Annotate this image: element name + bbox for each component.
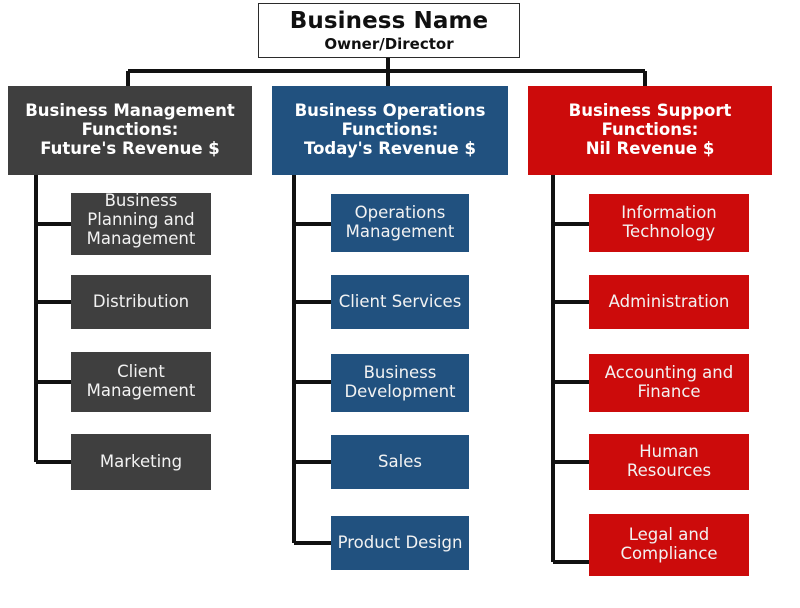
root-title: Business Name	[289, 7, 489, 34]
leaf-label: Business Planning and Management	[86, 193, 196, 248]
leaf-label: Distribution	[92, 291, 190, 311]
root-node[interactable]: Business Name Owner/Director	[258, 3, 520, 58]
branch-header-management-label: Business Management Functions: Future's …	[25, 101, 235, 158]
leaf-label: Operations Management	[345, 203, 455, 241]
root-subtitle: Owner/Director	[324, 35, 454, 54]
branch-header-operations[interactable]: Business Operations Functions: Today's R…	[272, 86, 508, 175]
leaf-information-technology[interactable]: Information Technology	[589, 194, 749, 252]
leaf-distribution[interactable]: Distribution	[71, 275, 211, 329]
leaf-label: Sales	[378, 451, 422, 471]
leaf-label: Human Resources	[626, 442, 712, 480]
leaf-human-resources[interactable]: Human Resources	[589, 434, 749, 490]
branch-header-support-label: Business Support Functions: Nil Revenue …	[568, 101, 732, 158]
leaf-client-management[interactable]: Client Management	[71, 352, 211, 412]
leaf-product-design[interactable]: Product Design	[331, 516, 469, 570]
leaf-sales[interactable]: Sales	[331, 435, 469, 489]
leaf-label: Product Design	[337, 532, 463, 552]
leaf-label: Client Management	[86, 362, 196, 400]
leaf-label: Information Technology	[621, 203, 717, 241]
leaf-business-planning-and-management[interactable]: Business Planning and Management	[71, 193, 211, 255]
leaf-label: Business Development	[344, 363, 456, 401]
leaf-label: Administration	[608, 291, 730, 311]
branch-header-operations-label: Business Operations Functions: Today's R…	[294, 101, 486, 158]
leaf-label: Legal and Compliance	[620, 525, 718, 563]
leaf-marketing[interactable]: Marketing	[71, 434, 211, 490]
leaf-label: Accounting and Finance	[604, 363, 734, 401]
leaf-legal-and-compliance[interactable]: Legal and Compliance	[589, 514, 749, 576]
leaf-business-development[interactable]: Business Development	[331, 354, 469, 412]
leaf-label: Client Services	[338, 291, 462, 311]
leaf-administration[interactable]: Administration	[589, 275, 749, 329]
leaf-label: Marketing	[99, 451, 183, 471]
leaf-accounting-and-finance[interactable]: Accounting and Finance	[589, 354, 749, 412]
leaf-operations-management[interactable]: Operations Management	[331, 194, 469, 252]
leaf-client-services[interactable]: Client Services	[331, 275, 469, 329]
branch-header-support[interactable]: Business Support Functions: Nil Revenue …	[528, 86, 772, 175]
branch-header-management[interactable]: Business Management Functions: Future's …	[8, 86, 252, 175]
